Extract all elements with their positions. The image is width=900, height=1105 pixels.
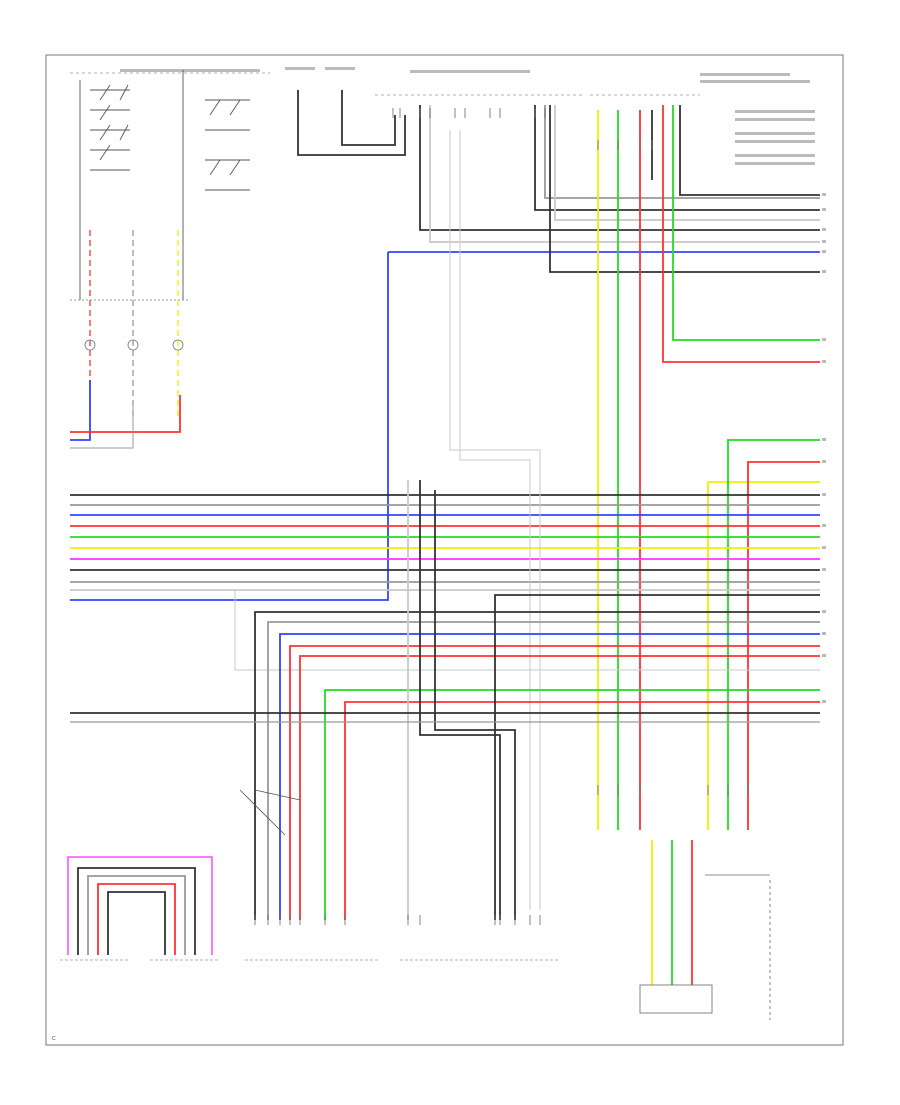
wire-left-blue <box>70 380 91 441</box>
pin-marks <box>254 108 749 925</box>
top-connector-headers <box>70 72 700 96</box>
bottom-left-connector <box>67 856 213 955</box>
lower-harness-wires <box>254 480 820 920</box>
diagram-frame <box>45 54 844 1046</box>
leader-lines <box>239 789 301 836</box>
thin-gray-routes <box>234 130 820 910</box>
wire-left-gray <box>70 400 134 449</box>
switch-assembly-upper-left <box>70 70 250 301</box>
header-text-blocks <box>120 67 815 165</box>
bottom-right-module <box>639 840 771 1020</box>
main-horizontal-bus <box>70 494 820 591</box>
left-vertical-wires <box>89 230 179 420</box>
left-grounds <box>84 339 184 351</box>
right-vertical-wires <box>597 110 820 830</box>
wire-left-red <box>70 395 181 433</box>
right-edge-marks <box>822 193 826 703</box>
corner-label: C <box>52 1036 56 1042</box>
